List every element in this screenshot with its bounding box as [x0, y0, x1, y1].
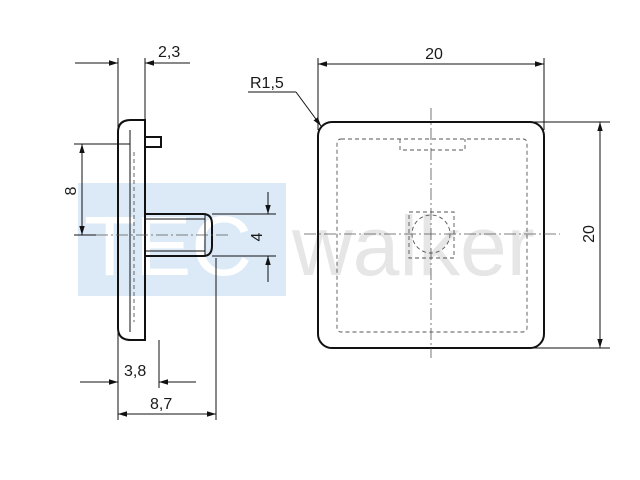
- side-top-nub: [144, 136, 162, 148]
- dim-width: 20: [425, 46, 443, 63]
- front-hidden-notch: [399, 139, 466, 151]
- watermark: TEC walker: [78, 183, 535, 296]
- watermark-tile: [78, 183, 286, 296]
- dim-bottom-short: 3,8: [124, 363, 146, 380]
- dim-height-left: 8: [63, 186, 80, 195]
- side-view: 2,3 8 4 3,8 8,7: [63, 44, 276, 420]
- dim-bottom-total: 8,7: [150, 396, 172, 413]
- front-hidden-square: [336, 138, 528, 333]
- dim-pin-diameter: 4: [249, 232, 266, 241]
- front-view: R1,5 20 20: [248, 46, 610, 358]
- watermark-text-right: walker: [291, 199, 535, 293]
- front-hidden-pin-box: [408, 211, 455, 259]
- radius-leader-diagonal: [295, 91, 322, 127]
- dim-top-thickness: 2,3: [158, 44, 180, 61]
- dim-height: 20: [581, 225, 598, 243]
- dim-radius: R1,5: [250, 75, 284, 92]
